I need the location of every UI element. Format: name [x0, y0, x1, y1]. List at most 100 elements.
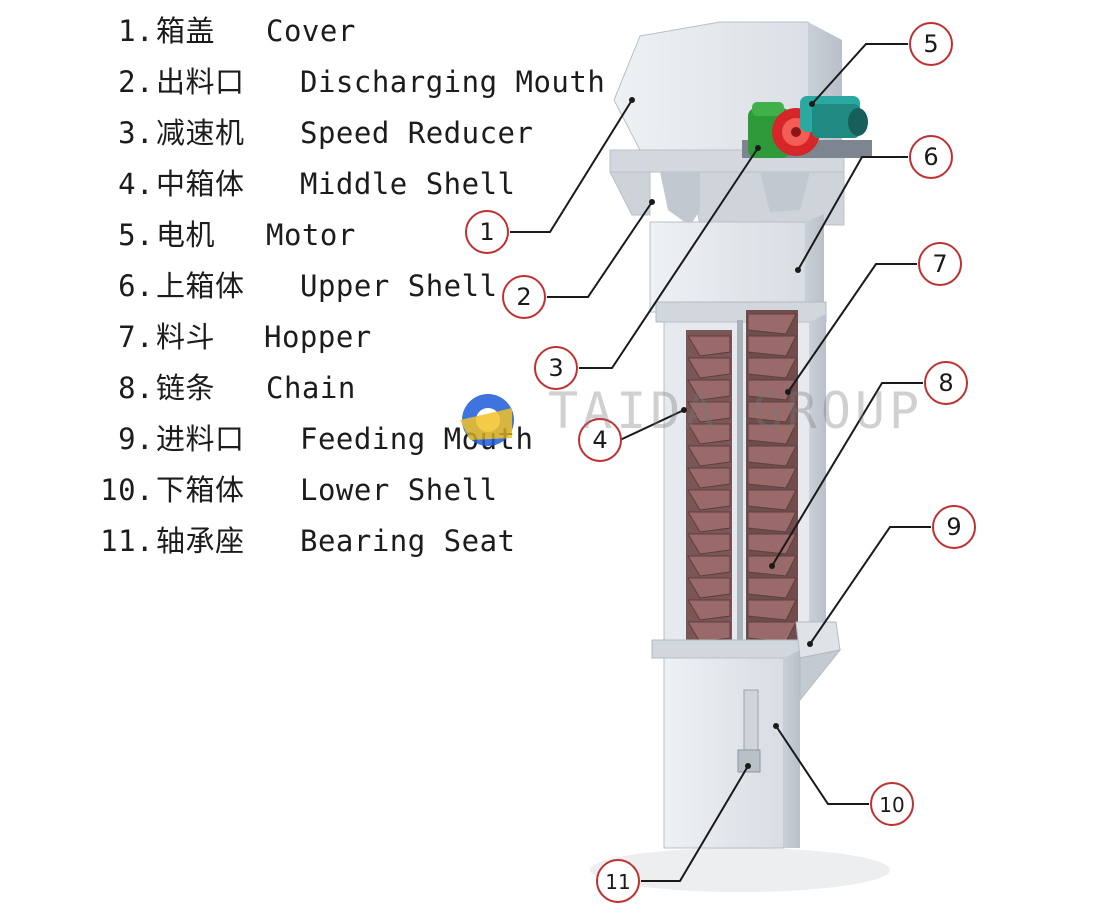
leader-line [641, 765, 749, 882]
legend-english: Motor [266, 218, 356, 252]
hopper-bucket [747, 313, 797, 335]
callout-3: 3 [534, 346, 578, 390]
legend-chinese: 下箱体 [156, 473, 245, 507]
legend-chinese: 出料口 [156, 65, 245, 99]
legend-english: Upper Shell [300, 269, 498, 303]
legend-chinese: 上箱体 [156, 269, 245, 303]
callout-1: 1 [465, 210, 509, 254]
leader-line [619, 409, 685, 441]
leader-endpoint [809, 101, 815, 107]
leader-line [797, 156, 908, 271]
legend-english: Chain [266, 371, 356, 405]
hopper-column-right [747, 313, 797, 643]
legend-item-bearing-seat: 11. 轴承座 Bearing Seat [96, 516, 616, 567]
callout-6: 6 [909, 135, 953, 179]
leader-line [809, 526, 931, 645]
legend-english: Hopper [264, 320, 372, 354]
watermark-logo [460, 394, 514, 446]
leader-endpoint [795, 267, 801, 273]
hopper-bucket [747, 489, 797, 511]
leader-line [579, 147, 759, 369]
leader-endpoint [807, 641, 813, 647]
callout-number: 1 [479, 218, 494, 246]
callout-number: 5 [923, 30, 938, 58]
callout-2: 2 [502, 275, 546, 319]
legend-number: 6. [118, 269, 154, 303]
hopper-bucket [747, 401, 797, 423]
middle-shell [663, 310, 826, 647]
leader-endpoint [629, 97, 635, 103]
leader-line [775, 725, 869, 805]
callout-number: 4 [592, 426, 607, 454]
hopper-bucket [747, 357, 797, 379]
bearing-seat [737, 749, 761, 773]
legend-item-feeding-mouth: 9. 进料口 Feeding Mouth [96, 414, 616, 465]
hopper-bucket [687, 555, 731, 577]
legend-english: Discharging Mouth [300, 65, 606, 99]
hopper-column-left [687, 335, 731, 643]
hopper-bucket [747, 577, 797, 599]
leader-endpoint [745, 763, 751, 769]
callout-8: 8 [924, 361, 968, 405]
legend-chinese: 轴承座 [156, 524, 245, 558]
legend-number: 4. [118, 167, 154, 201]
leader-lines [510, 43, 931, 882]
callout-number: 6 [923, 143, 938, 171]
callout-7: 7 [918, 242, 962, 286]
leader-endpoint [681, 407, 687, 413]
callout-markers: 1 2 3 4 5 6 7 8 9 10 11 [465, 22, 976, 903]
legend-chinese: 箱盖 [156, 14, 216, 48]
legend-number: 3. [118, 116, 154, 150]
legend-english: Lower Shell [300, 473, 498, 507]
hopper-bucket [687, 511, 731, 533]
hopper-bucket [747, 599, 797, 621]
hopper-bucket [687, 577, 731, 599]
legend-chinese: 电机 [156, 218, 216, 252]
hopper-bucket [747, 379, 797, 401]
callout-number: 9 [946, 513, 961, 541]
leader-endpoint [769, 563, 775, 569]
watermark-text: TAIDA GROUP [548, 382, 924, 440]
legend-number: 11. [100, 524, 154, 558]
hopper-bucket [687, 423, 731, 445]
leader-line [787, 263, 917, 393]
callout-number: 10 [879, 793, 904, 817]
legend-chinese: 料斗 [156, 320, 216, 354]
feeding-mouth [795, 621, 842, 702]
legend-item-speed-reducer: 3. 减速机 Speed Reducer [96, 108, 616, 159]
hopper-bucket [747, 335, 797, 357]
hopper-bucket [687, 621, 731, 643]
hopper-bucket [747, 423, 797, 445]
legend-list: 1. 箱盖 Cover 2. 出料口 Discharging Mouth 3. … [96, 6, 616, 567]
legend-number: 5. [118, 218, 154, 252]
callout-number: 11 [605, 870, 630, 894]
hopper-bucket [747, 467, 797, 489]
lower-shell [651, 639, 827, 849]
legend-item-chain: 8. 链条 Chain [96, 363, 616, 414]
callout-number: 3 [548, 354, 563, 382]
leader-line [510, 99, 633, 233]
leader-endpoint [755, 145, 761, 151]
legend-item-lower-shell: 10. 下箱体 Lower Shell [96, 465, 616, 516]
hopper-bucket [687, 335, 731, 357]
leader-endpoint [649, 199, 655, 205]
legend-number: 10. [100, 473, 154, 507]
legend-number: 7. [118, 320, 154, 354]
leader-line [811, 43, 908, 105]
legend-number: 8. [118, 371, 154, 405]
hopper-bucket [747, 533, 797, 555]
drive-unit [742, 96, 872, 158]
callout-10: 10 [870, 782, 914, 826]
hopper-bucket [687, 379, 731, 401]
hopper-bucket [747, 511, 797, 533]
legend-item-cover: 1. 箱盖 Cover [96, 6, 616, 57]
callout-number: 7 [932, 250, 947, 278]
legend-number: 9. [118, 422, 154, 456]
legend-english: Speed Reducer [300, 116, 534, 150]
callout-11: 11 [596, 859, 640, 903]
leader-endpoint [773, 723, 779, 729]
legend-english: Bearing Seat [300, 524, 516, 558]
hopper-bucket [687, 599, 731, 621]
hopper-bucket [687, 533, 731, 555]
callout-5: 5 [909, 22, 953, 66]
